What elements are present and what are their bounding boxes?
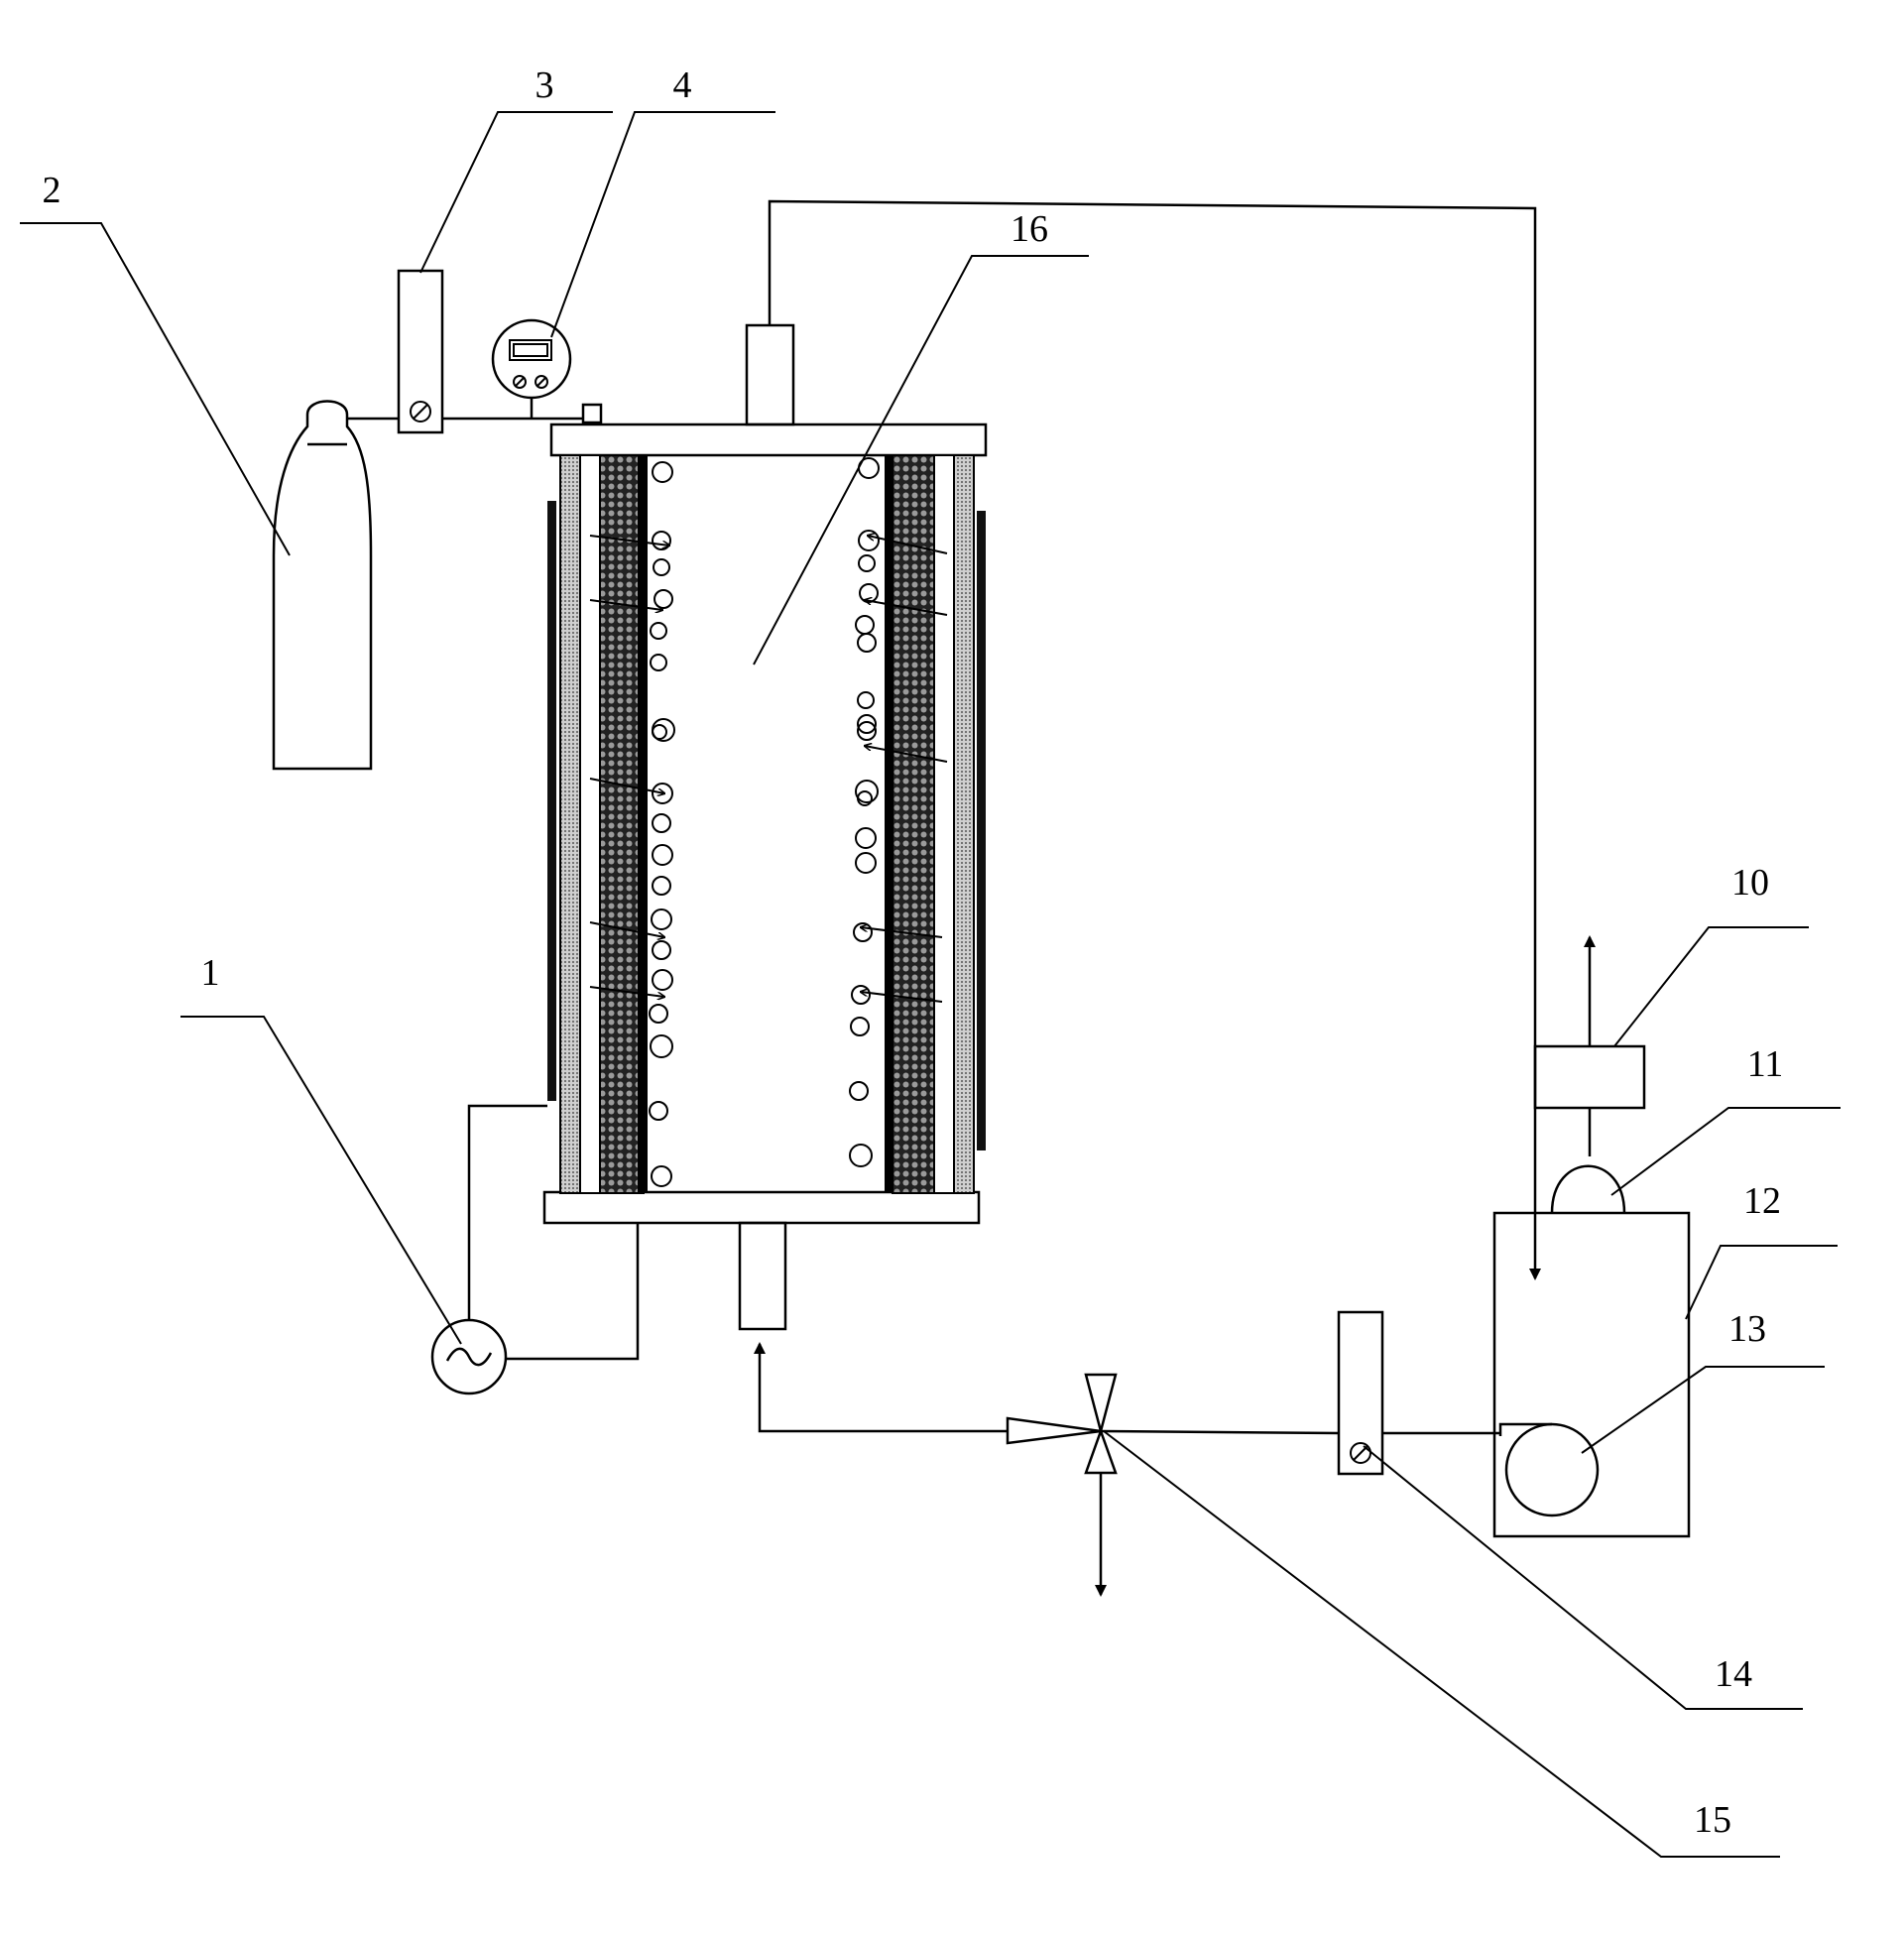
top-outlet-pipe	[745, 323, 795, 426]
right-flow-arrows	[861, 536, 948, 1003]
label-13: 13	[1728, 1308, 1766, 1350]
right-bubbles	[849, 457, 880, 1167]
liquid-flow-meter	[1337, 1310, 1384, 1476]
gas-inlet-port	[581, 403, 603, 424]
label-14: 14	[1715, 1653, 1752, 1695]
liquid-return-line	[754, 1342, 1008, 1433]
label-10: 10	[1731, 862, 1769, 904]
pressure-gauge	[491, 318, 572, 419]
gas-outlet-dome	[1550, 1164, 1626, 1214]
right-outer-electrode	[977, 511, 986, 1150]
circulation-pump	[1498, 1422, 1600, 1517]
power-wire-inner	[506, 1223, 640, 1361]
power-wire-outer	[467, 1104, 547, 1320]
ac-power-supply	[430, 1318, 508, 1395]
label-16: 16	[1011, 208, 1048, 250]
right-catalyst-bed	[892, 454, 935, 1194]
bottom-flange	[542, 1190, 981, 1225]
product-gas-line	[768, 199, 1541, 1280]
label-2: 2	[43, 170, 61, 211]
left-inner-electrode	[638, 455, 648, 1193]
three-way-valve	[1006, 1373, 1118, 1475]
label-12: 12	[1743, 1180, 1781, 1222]
left-bubbles	[649, 461, 675, 1187]
bottom-inlet-pipe	[738, 1221, 787, 1331]
flowmeter-to-valve	[1100, 1429, 1340, 1435]
right-inner-electrode	[885, 455, 894, 1193]
label-11: 11	[1747, 1043, 1784, 1085]
gas-analyzer	[1533, 1044, 1646, 1110]
right-tube-wall	[933, 454, 955, 1194]
left-flow-arrows	[589, 535, 669, 997]
gas-flow-meter	[397, 269, 444, 434]
left-catalyst-bed	[599, 454, 645, 1194]
reactor	[542, 323, 988, 1331]
leader-lines	[20, 111, 1841, 1858]
left-outer-electrode	[547, 501, 556, 1101]
right-dielectric	[953, 454, 975, 1194]
label-15: 15	[1694, 1799, 1731, 1841]
top-flange	[549, 423, 988, 457]
left-tube-wall	[579, 454, 601, 1194]
label-1: 1	[201, 952, 220, 994]
left-dielectric	[559, 454, 581, 1194]
label-3: 3	[536, 64, 554, 106]
label-4: 4	[673, 64, 692, 106]
gas-cylinder	[272, 400, 373, 771]
separator-tank	[1492, 1211, 1691, 1538]
